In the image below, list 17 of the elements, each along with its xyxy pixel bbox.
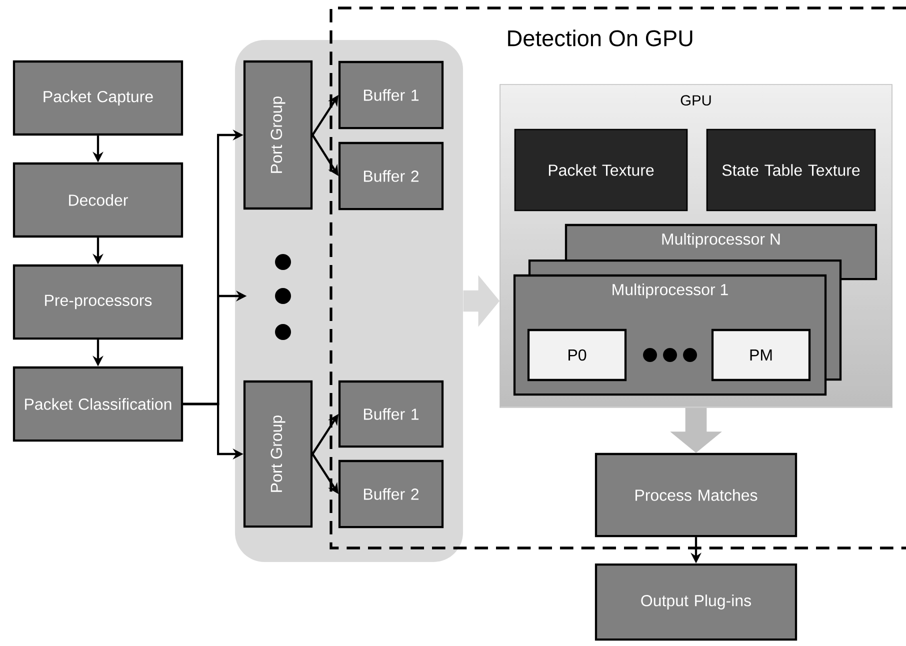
process-box: Process Matches <box>594 452 798 538</box>
buffer-box: Buffer 2 <box>338 460 444 528</box>
buffer-box: Buffer 1 <box>338 60 444 130</box>
process-box: Packet Classification <box>12 366 184 442</box>
port-group-box: Port Group <box>243 60 313 210</box>
process-box: Decoder <box>12 162 184 238</box>
texture-box: Packet Texture <box>514 128 688 212</box>
region-title: Detection On GPU <box>508 30 692 46</box>
buffer-box: Buffer 2 <box>338 142 444 210</box>
process-box: Pre-processors <box>12 264 184 340</box>
processor-box: PM <box>711 328 811 382</box>
port-group-box: Port Group <box>243 380 313 528</box>
process-box: Packet Capture <box>12 60 184 136</box>
processor-box: P0 <box>527 328 627 382</box>
texture-box: State Table Texture <box>706 128 876 212</box>
process-box: Output Plug-ins <box>594 563 798 641</box>
buffer-box: Buffer 1 <box>338 380 444 448</box>
